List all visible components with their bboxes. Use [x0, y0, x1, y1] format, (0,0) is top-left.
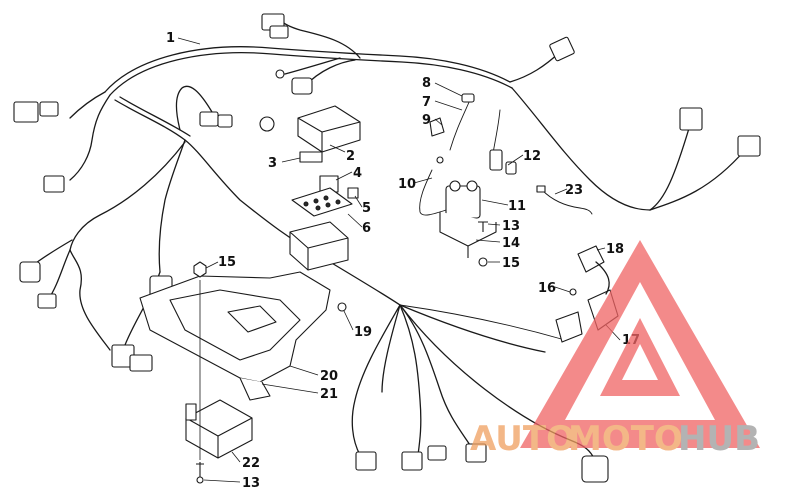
label-8: 8 [422, 76, 431, 91]
label-4: 4 [353, 166, 362, 181]
watermark-triangle-outer [520, 240, 760, 448]
label-10: 10 [398, 177, 416, 192]
label-21: 21 [320, 387, 338, 402]
screw-13b [196, 462, 204, 478]
tray-foot [239, 377, 271, 401]
screw-16 [569, 288, 577, 296]
label-7: 7 [422, 95, 431, 110]
connector-top-2 [269, 25, 289, 39]
label-19: 19 [354, 325, 372, 340]
ring-terminal [275, 69, 285, 79]
label-20: 20 [320, 369, 338, 384]
connector-left-3 [43, 175, 65, 193]
watermark-auto: AUTO [470, 419, 575, 459]
label-22: 22 [242, 456, 260, 471]
connector-left-5 [37, 293, 57, 309]
watermark-triangle-inner [600, 318, 680, 396]
connector-center-1 [199, 111, 219, 127]
connector-top-3 [291, 77, 313, 95]
label-13-upper: 13 [502, 219, 520, 234]
nut-15a [193, 261, 207, 278]
components [139, 93, 619, 484]
mini-fuse [347, 187, 359, 199]
junction-box [289, 221, 349, 271]
connector-bottom-2 [401, 451, 423, 471]
label-2: 2 [346, 149, 355, 164]
tray-pocket [227, 305, 277, 333]
tray-inner [169, 289, 301, 361]
connector-bottom-5 [581, 455, 609, 483]
watermark-hub: HUB [678, 419, 760, 459]
connector-center-2 [217, 114, 233, 128]
label-9: 9 [422, 113, 431, 128]
watermark-logo: AUTO MOTO HUB [470, 240, 760, 459]
coil-bracket [555, 311, 583, 343]
watermark-moto: MOTO [568, 419, 683, 459]
label-23: 23 [565, 183, 583, 198]
connectors [13, 13, 761, 483]
terminal-boot-8 [461, 93, 475, 103]
connector-bottom-1 [355, 451, 377, 471]
label-15-left: 15 [218, 255, 236, 270]
connector-right-1 [679, 107, 703, 131]
cable-10 [419, 169, 447, 216]
label-6: 6 [362, 221, 371, 236]
label-3: 3 [268, 156, 277, 171]
leader-lines [177, 37, 621, 483]
nut-15b [478, 257, 488, 267]
label-11: 11 [508, 199, 526, 214]
screw-19 [337, 302, 347, 312]
connector-left-4 [19, 261, 41, 283]
starter-solenoid [445, 185, 481, 219]
label-16: 16 [538, 281, 556, 296]
connector-left-2 [39, 101, 59, 117]
connector-bottom-4 [465, 443, 487, 463]
fuse [299, 151, 323, 163]
connector-round [259, 116, 275, 132]
nut-small [436, 156, 444, 164]
connector-left-1 [13, 101, 39, 123]
label-14: 14 [502, 236, 520, 251]
connector-top-right [549, 36, 575, 62]
terminal-boot-9 [429, 117, 445, 137]
label-5: 5 [362, 201, 371, 216]
connector-bottom-3 [427, 445, 447, 461]
part-labels: 1 2 3 4 5 6 7 8 9 10 11 12 13 14 15 15 1… [166, 31, 640, 491]
label-12: 12 [523, 149, 541, 164]
boot-18 [577, 245, 605, 273]
label-15-right: 15 [502, 256, 520, 271]
main-harness [31, 19, 746, 461]
connector-left-7 [129, 354, 153, 372]
cable-23 [541, 189, 593, 215]
label-1: 1 [166, 31, 175, 46]
connector-right-2 [737, 135, 761, 157]
fuse-block [291, 187, 353, 217]
screw-13a [478, 221, 488, 232]
label-18: 18 [606, 242, 624, 257]
label-13-lower: 13 [242, 476, 260, 491]
terminal-boot-12 [489, 149, 503, 171]
clip-12 [505, 161, 517, 175]
